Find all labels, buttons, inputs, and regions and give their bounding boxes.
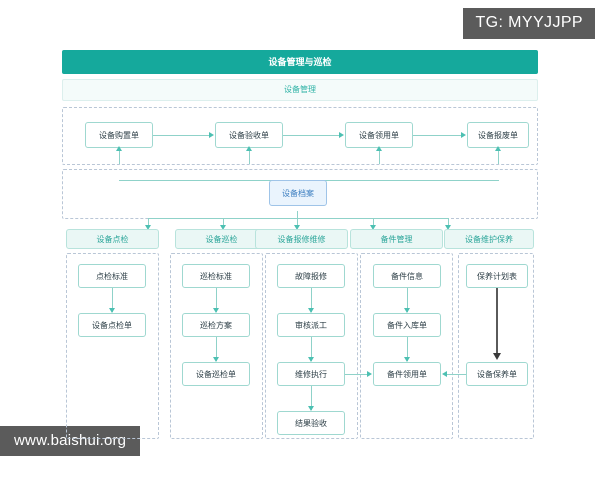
node-result-acceptance[interactable]: 结果验收 bbox=[277, 411, 345, 435]
node-spare-part-requisition-form[interactable]: 备件领用单 bbox=[373, 362, 441, 386]
equipment-management-diagram: 设备管理与巡检 设备管理 设备购置单 设备验收单 设备领用单 设备报废单 设备档… bbox=[62, 50, 538, 442]
connector-plan-to-maintenance-form bbox=[496, 288, 498, 356]
node-equipment-archive[interactable]: 设备档案 bbox=[269, 180, 327, 206]
bus-drop-spotcheck bbox=[148, 218, 149, 227]
arrowhead-bus-patrol bbox=[219, 225, 226, 230]
arrowhead-plan-to-maintenance-form bbox=[492, 353, 501, 360]
arrowhead-bus-repair bbox=[293, 225, 300, 230]
arrowhead-bus-spotcheck bbox=[144, 225, 151, 230]
node-spot-check-standard[interactable]: 点检标准 bbox=[78, 264, 146, 288]
tg-watermark-badge: TG: MYYJJPP bbox=[463, 8, 595, 39]
node-maintenance-form[interactable]: 设备保养单 bbox=[466, 362, 528, 386]
connector-patrol-plan-to-form bbox=[216, 337, 217, 361]
node-fault-report[interactable]: 故障报修 bbox=[277, 264, 345, 288]
arrowhead-patrol-plan-to-form bbox=[212, 357, 219, 362]
arrowhead-spare-inbound-to-requisition bbox=[403, 357, 410, 362]
arrowhead-bus-maintenance bbox=[444, 225, 451, 230]
category-header-spot-check[interactable]: 设备点检 bbox=[66, 229, 159, 249]
node-repair-execution[interactable]: 维修执行 bbox=[277, 362, 345, 386]
node-spare-part-info[interactable]: 备件信息 bbox=[373, 264, 441, 288]
connector-requisition-to-scrap bbox=[413, 135, 462, 136]
node-spare-part-inbound-form[interactable]: 备件入库单 bbox=[373, 313, 441, 337]
connector-fault-to-dispatch bbox=[311, 288, 312, 312]
arrowhead-archive-to-requisition bbox=[375, 146, 382, 151]
node-equipment-acceptance-form[interactable]: 设备验收单 bbox=[215, 122, 283, 148]
connector-archive-to-scrap bbox=[498, 148, 499, 164]
node-spot-check-form[interactable]: 设备点检单 bbox=[78, 313, 146, 337]
column-panel-spare-parts bbox=[360, 253, 453, 439]
connector-execution-to-acceptance bbox=[311, 386, 312, 410]
connector-dispatch-to-execution bbox=[311, 337, 312, 361]
arrowhead-execution-to-acceptance bbox=[307, 406, 314, 411]
arrowhead-spare-info-to-inbound bbox=[403, 308, 410, 313]
column-panel-repair bbox=[265, 253, 358, 439]
arrowhead-maintenance-to-spare-requisition bbox=[442, 370, 447, 377]
connector-archive-to-acceptance bbox=[249, 148, 250, 164]
arrowhead-standard-to-spotcheck-form bbox=[108, 308, 115, 313]
node-maintenance-plan[interactable]: 保养计划表 bbox=[466, 264, 528, 288]
connector-purchase-to-acceptance bbox=[153, 135, 210, 136]
category-header-repair[interactable]: 设备报修维修 bbox=[255, 229, 348, 249]
node-equipment-requisition-form[interactable]: 设备领用单 bbox=[345, 122, 413, 148]
arrowhead-archive-to-purchase bbox=[115, 146, 122, 151]
node-patrol-plan[interactable]: 巡检方案 bbox=[182, 313, 250, 337]
column-panel-spot-check bbox=[66, 253, 159, 439]
column-panel-patrol bbox=[170, 253, 263, 439]
category-header-spare-parts[interactable]: 备件管理 bbox=[350, 229, 443, 249]
arrowhead-bus-spareparts bbox=[369, 225, 376, 230]
connector-archive-to-purchase bbox=[119, 148, 120, 164]
bus-drop-from-archive bbox=[297, 211, 298, 218]
arrowhead-acceptance-to-requisition bbox=[339, 131, 344, 138]
bus-horizontal bbox=[148, 218, 448, 219]
bus-drop-repair bbox=[297, 218, 298, 227]
node-patrol-standard[interactable]: 巡检标准 bbox=[182, 264, 250, 288]
diagram-subtitle: 设备管理 bbox=[62, 79, 538, 101]
connector-spare-inbound-to-requisition bbox=[407, 337, 408, 361]
diagram-title: 设备管理与巡检 bbox=[62, 50, 538, 74]
bus-drop-spareparts bbox=[373, 218, 374, 227]
node-review-dispatch[interactable]: 审核派工 bbox=[277, 313, 345, 337]
connector-execution-to-spare-requisition bbox=[345, 374, 369, 375]
column-panel-maintenance bbox=[458, 253, 534, 439]
node-equipment-scrap-form[interactable]: 设备报废单 bbox=[467, 122, 529, 148]
bus-drop-patrol bbox=[223, 218, 224, 227]
category-distribution-bus bbox=[62, 211, 538, 231]
connector-spare-info-to-inbound bbox=[407, 288, 408, 312]
arrowhead-archive-to-scrap bbox=[494, 146, 501, 151]
arrowhead-execution-to-spare-requisition bbox=[367, 370, 372, 377]
node-patrol-form[interactable]: 设备巡检单 bbox=[182, 362, 250, 386]
arrowhead-requisition-to-scrap bbox=[461, 131, 466, 138]
arrowhead-archive-to-acceptance bbox=[245, 146, 252, 151]
arrowhead-fault-to-dispatch bbox=[307, 308, 314, 313]
lifecycle-section: 设备购置单 设备验收单 设备领用单 设备报废单 bbox=[62, 107, 538, 165]
arrowhead-patrol-standard-to-plan bbox=[212, 308, 219, 313]
connector-patrol-standard-to-plan bbox=[216, 288, 217, 312]
connector-standard-to-spotcheck-form bbox=[112, 288, 113, 312]
site-watermark-badge: www.baishui.org bbox=[0, 426, 141, 456]
category-header-maintenance[interactable]: 设备维护保养 bbox=[444, 229, 534, 249]
arrowhead-dispatch-to-execution bbox=[307, 357, 314, 362]
bus-drop-maintenance bbox=[448, 218, 449, 227]
connector-maintenance-to-spare-requisition bbox=[447, 374, 477, 375]
node-equipment-purchase-order[interactable]: 设备购置单 bbox=[85, 122, 153, 148]
arrowhead-purchase-to-acceptance bbox=[209, 131, 214, 138]
connector-archive-to-requisition bbox=[379, 148, 380, 164]
connector-acceptance-to-requisition bbox=[283, 135, 340, 136]
